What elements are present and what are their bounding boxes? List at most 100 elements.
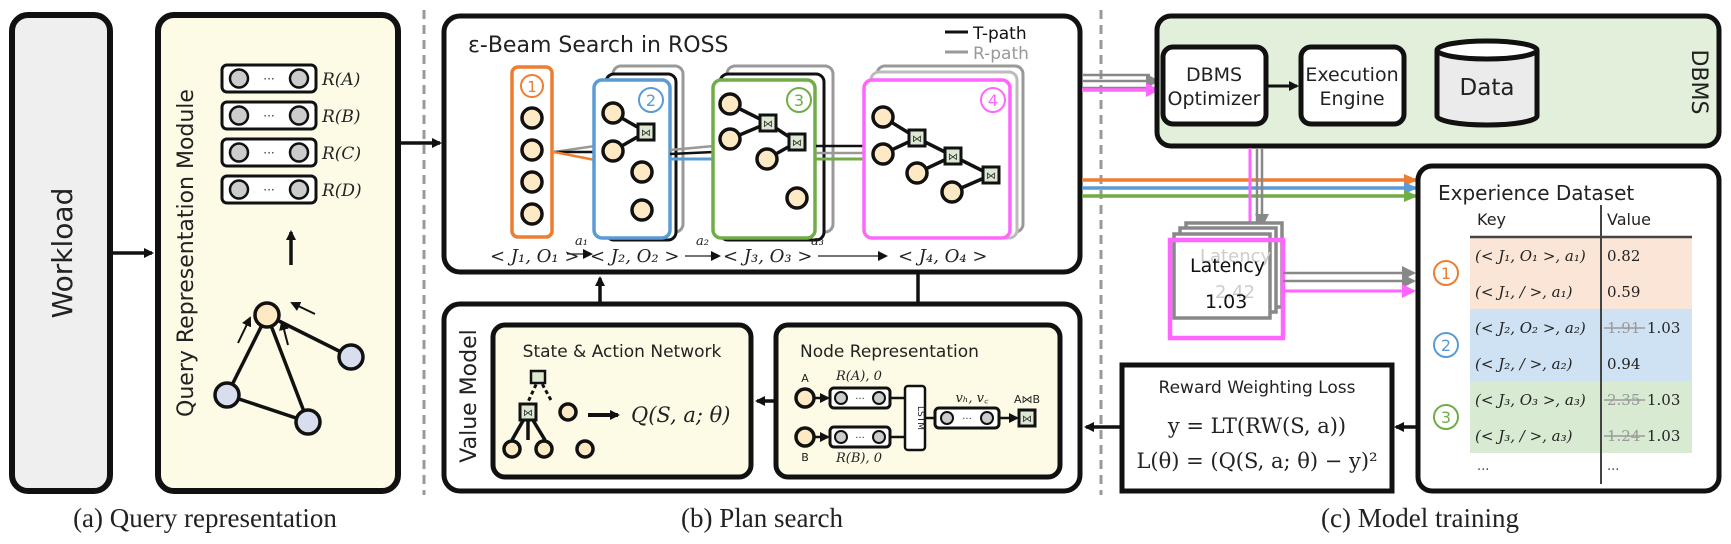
relation-vector: ··· R(C) (220, 137, 361, 168)
beam-stage-1[interactable]: 1 (510, 65, 554, 239)
beam-stage-2[interactable]: 2 ⋈ (592, 64, 685, 242)
dots: ··· (855, 394, 865, 405)
reward-eq-1: y = LT(RW(S, a)) (1167, 414, 1346, 438)
legend-t-path: T-path (972, 24, 1027, 44)
relation-vector: ··· R(B) (220, 100, 361, 131)
dbms-label: DBMS (1686, 50, 1711, 115)
path-legend: T-path R-path (945, 24, 1029, 64)
action-2: a₂ (696, 234, 709, 249)
row-value: 0.59 (1607, 283, 1640, 301)
stage-connector (816, 144, 864, 161)
state-4: < J₄, O₄ > (898, 246, 987, 267)
engine-line-1: Execution (1305, 64, 1398, 86)
table-row: (< J₂, / >, a₂)0.94 (1475, 355, 1640, 373)
dots: ··· (263, 183, 274, 197)
data-label: Data (1460, 75, 1515, 101)
beam-to-dbms-arrows (1082, 73, 1160, 97)
reward-weighting-loss[interactable]: Reward Weighting Loss y = LT(RW(S, a)) L… (1119, 362, 1395, 494)
engine-line-2: Engine (1319, 88, 1384, 110)
action-3: a₃ (811, 234, 824, 249)
row-value: 1.03 (1647, 391, 1680, 409)
q-function: Q(S, a; θ) (631, 403, 731, 427)
beam-stage-3[interactable]: 3 ⋈ ⋈ (697, 0, 835, 242)
row-value: 1.03 (1647, 319, 1680, 337)
relation-vector: ···R(D) (220, 174, 362, 205)
join-icon: ⋈ (948, 152, 958, 163)
action-1: a₁ (575, 234, 588, 249)
table-row: (< J₁, / >, a₁)0.59 (1475, 283, 1640, 301)
row-key: (< J₂, O₂ >, a₂) (1475, 319, 1586, 337)
query-representation-module[interactable]: Query Representation Module (155, 12, 401, 494)
latency-to-experience-arrows (1283, 266, 1416, 298)
join-icon: ⋈ (523, 408, 533, 419)
caption-c: (c) Model training (1321, 503, 1519, 533)
legend-r-path: R-path (973, 44, 1029, 64)
dbms-optimizer[interactable]: DBMS Optimizer (1160, 44, 1269, 127)
latency-value: 1.03 (1205, 291, 1247, 313)
dots: ··· (855, 433, 865, 444)
stage-badge: 4 (988, 91, 998, 110)
relation-label: R(C) (321, 144, 361, 164)
relation-label: R(A) (321, 70, 360, 90)
relation-label: R(B) (321, 107, 361, 127)
state-1: < J₁, O₁ > (490, 246, 579, 267)
stage-connector (553, 144, 596, 162)
dots: ··· (263, 146, 274, 160)
join-icon: ⋈ (763, 119, 773, 130)
beam-search-title: ε-Beam Search in ROSS (468, 33, 729, 58)
reward-title: Reward Weighting Loss (1159, 378, 1356, 398)
group-badge: 3 (1441, 408, 1451, 427)
optimizer-line-2: Optimizer (1167, 88, 1260, 110)
node-representation[interactable]: Node Representation A B R(A), 0 R(B), 0 … (773, 322, 1063, 480)
execution-engine[interactable]: Execution Engine (1298, 44, 1407, 127)
row-value: 0.94 (1607, 355, 1640, 373)
state-action-network[interactable]: State & Action Network ⋈ Q(S, a; θ) (490, 322, 754, 480)
beam-stage-4[interactable]: 4 ⋈ ⋈ ⋈ (862, 64, 1025, 240)
node-rep-title: Node Representation (800, 342, 979, 362)
stage-badge: 2 (646, 91, 656, 110)
data-store[interactable]: Data (1434, 38, 1540, 128)
join-icon: ⋈ (641, 128, 651, 139)
group-badge: 1 (1441, 264, 1451, 283)
relation-vector: ···R(A) (220, 63, 360, 94)
query-graph-node (337, 343, 365, 371)
join-icon: ⋈ (912, 134, 922, 145)
column-header-value: Value (1607, 210, 1651, 229)
stage-badge: 1 (527, 78, 537, 96)
input-a-label: A (801, 372, 809, 385)
query-graph-node (213, 381, 241, 409)
rep-a-label: R(A), 0 (835, 369, 882, 384)
query-graph (213, 301, 365, 436)
dots: ··· (263, 109, 274, 123)
join-icon: ⋈ (986, 171, 996, 182)
latency-box[interactable]: Latency 2.42 Latency 1.03 (1167, 221, 1286, 341)
row-value: 0.82 (1607, 247, 1640, 265)
workload-box[interactable]: Workload (9, 12, 113, 494)
row-key: (< J₃, / >, a₃) (1475, 427, 1573, 445)
dots: ··· (962, 414, 972, 425)
stage-connector (669, 144, 715, 161)
query-graph-node (294, 408, 322, 436)
join-output-label: A⋈B (1014, 393, 1040, 406)
latency-ghost-value: 2.42 (1215, 282, 1255, 303)
state-3: < J₃, O₃ > (723, 246, 812, 267)
qrm-title: Query Representation Module (174, 89, 199, 417)
group-badge: 2 (1441, 336, 1451, 355)
experience-group-1: 1(< J₁, O₁ >, a₁)0.82(< J₁, / >, a₁)0.59 (1433, 237, 1692, 309)
hidden-state-label: vₕ, v꜀ (955, 391, 989, 406)
value-model-title: Value Model (457, 329, 482, 462)
ellipsis-key: ... (1477, 459, 1489, 474)
ellipsis-value: ... (1607, 459, 1619, 474)
row-value: 1.03 (1647, 427, 1680, 445)
stage-badge: 3 (794, 91, 804, 110)
optimizer-line-1: DBMS (1186, 64, 1242, 86)
rep-b-label: R(B), 0 (835, 451, 882, 466)
join-icon: ⋈ (1022, 414, 1032, 425)
state-sequence: < J₁, O₁ > a₁ < J₂, O₂ > a₂ < J₃, O₃ > a… (490, 234, 987, 267)
